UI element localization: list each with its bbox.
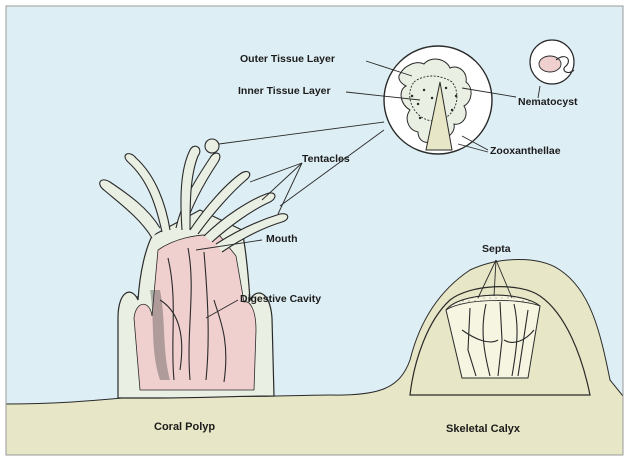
label-septa: Septa (482, 243, 511, 255)
tentacle-tip (205, 139, 219, 153)
label-mouth: Mouth (266, 233, 298, 245)
nematocyst-inset (530, 40, 574, 84)
label-tentacles: Tentacles (302, 153, 350, 165)
calyx-cup (446, 295, 540, 378)
label-nematocyst: Nematocyst (518, 96, 578, 108)
label-outer-tissue-layer: Outer Tissue Layer (240, 53, 335, 65)
caption-skeletal-calyx: Skeletal Calyx (446, 423, 521, 435)
label-zooxanthellae: Zooxanthellae (490, 145, 561, 157)
label-inner-tissue-layer: Inner Tissue Layer (238, 85, 331, 97)
caption-coral-polyp: Coral Polyp (154, 421, 215, 433)
label-digestive-cavity: Digestive Cavity (240, 293, 321, 305)
magnified-view (384, 46, 492, 154)
